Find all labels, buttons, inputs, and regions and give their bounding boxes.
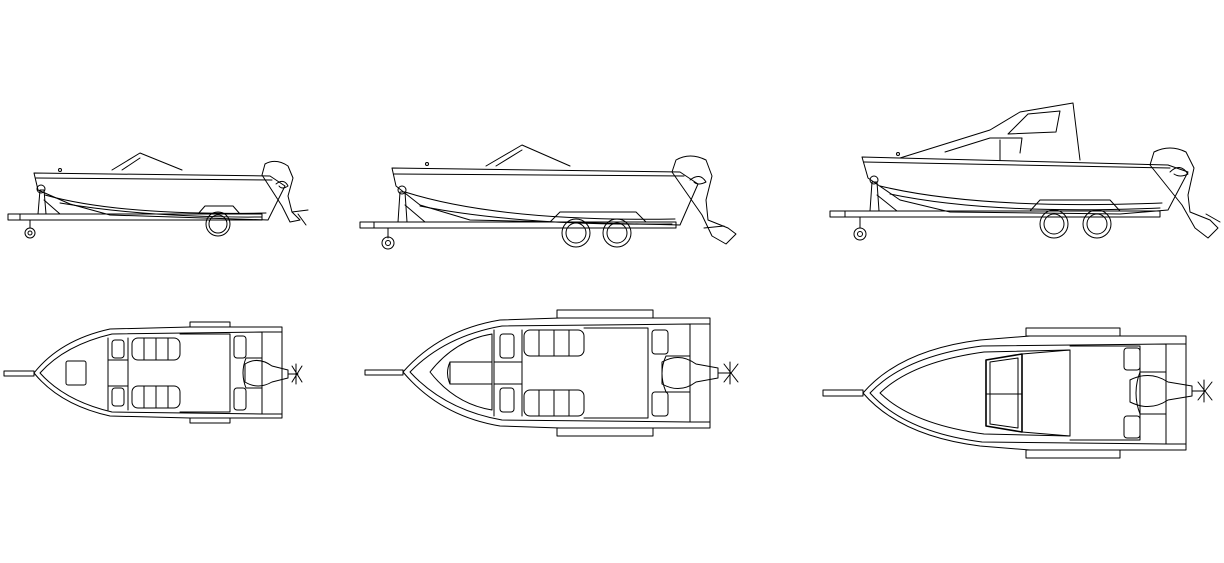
boat-2-side-view bbox=[359, 144, 737, 250]
boat-2-hull bbox=[391, 167, 699, 226]
boat-1-windscreen bbox=[111, 152, 183, 171]
boat-3-hull bbox=[861, 156, 1189, 215]
boat-1-trailer-frame bbox=[7, 213, 263, 221]
boat-2-trailer-wheel-rear bbox=[602, 218, 632, 248]
boat-2-hull-outline bbox=[402, 317, 711, 429]
boat-3-outboard-motor bbox=[1149, 147, 1219, 239]
boat-2-outboard-motor bbox=[671, 155, 737, 245]
boat-3-cabin-windscreen bbox=[985, 353, 1023, 433]
boat-1-bow-hatch bbox=[65, 360, 87, 386]
boat-3-trailer-wheel-front bbox=[1039, 209, 1069, 239]
boat-2-trailer-frame bbox=[359, 221, 677, 229]
boat-3-hull-outline bbox=[862, 335, 1187, 451]
boat-2-top-view bbox=[364, 309, 739, 437]
boat-2-bow-seating bbox=[429, 333, 493, 411]
boat-1-outboard-motor bbox=[261, 160, 301, 223]
boat-1-side-view bbox=[7, 152, 309, 239]
boat-3-trailer-tongue bbox=[822, 389, 864, 397]
boat-2-trailer-tongue bbox=[364, 369, 404, 376]
boat-1-hull-outline bbox=[33, 326, 283, 419]
boat-3-top-view bbox=[822, 327, 1213, 459]
boat-3-side-view bbox=[829, 102, 1221, 241]
boat-1-trailer-wheel bbox=[205, 211, 231, 237]
boat-2-outboard-top bbox=[661, 357, 719, 389]
boat-2-trailer-wheel-front bbox=[561, 218, 591, 248]
boat-1-top-view bbox=[3, 321, 303, 424]
boat-3-outboard-top bbox=[1129, 375, 1193, 407]
boat-1-trailer-tongue bbox=[3, 370, 35, 377]
boat-3-cabin bbox=[899, 102, 1081, 161]
boat-2-windscreen bbox=[485, 144, 571, 167]
boat-3-trailer-wheel-rear bbox=[1082, 209, 1112, 239]
boat-1-outboard-top bbox=[244, 360, 289, 387]
